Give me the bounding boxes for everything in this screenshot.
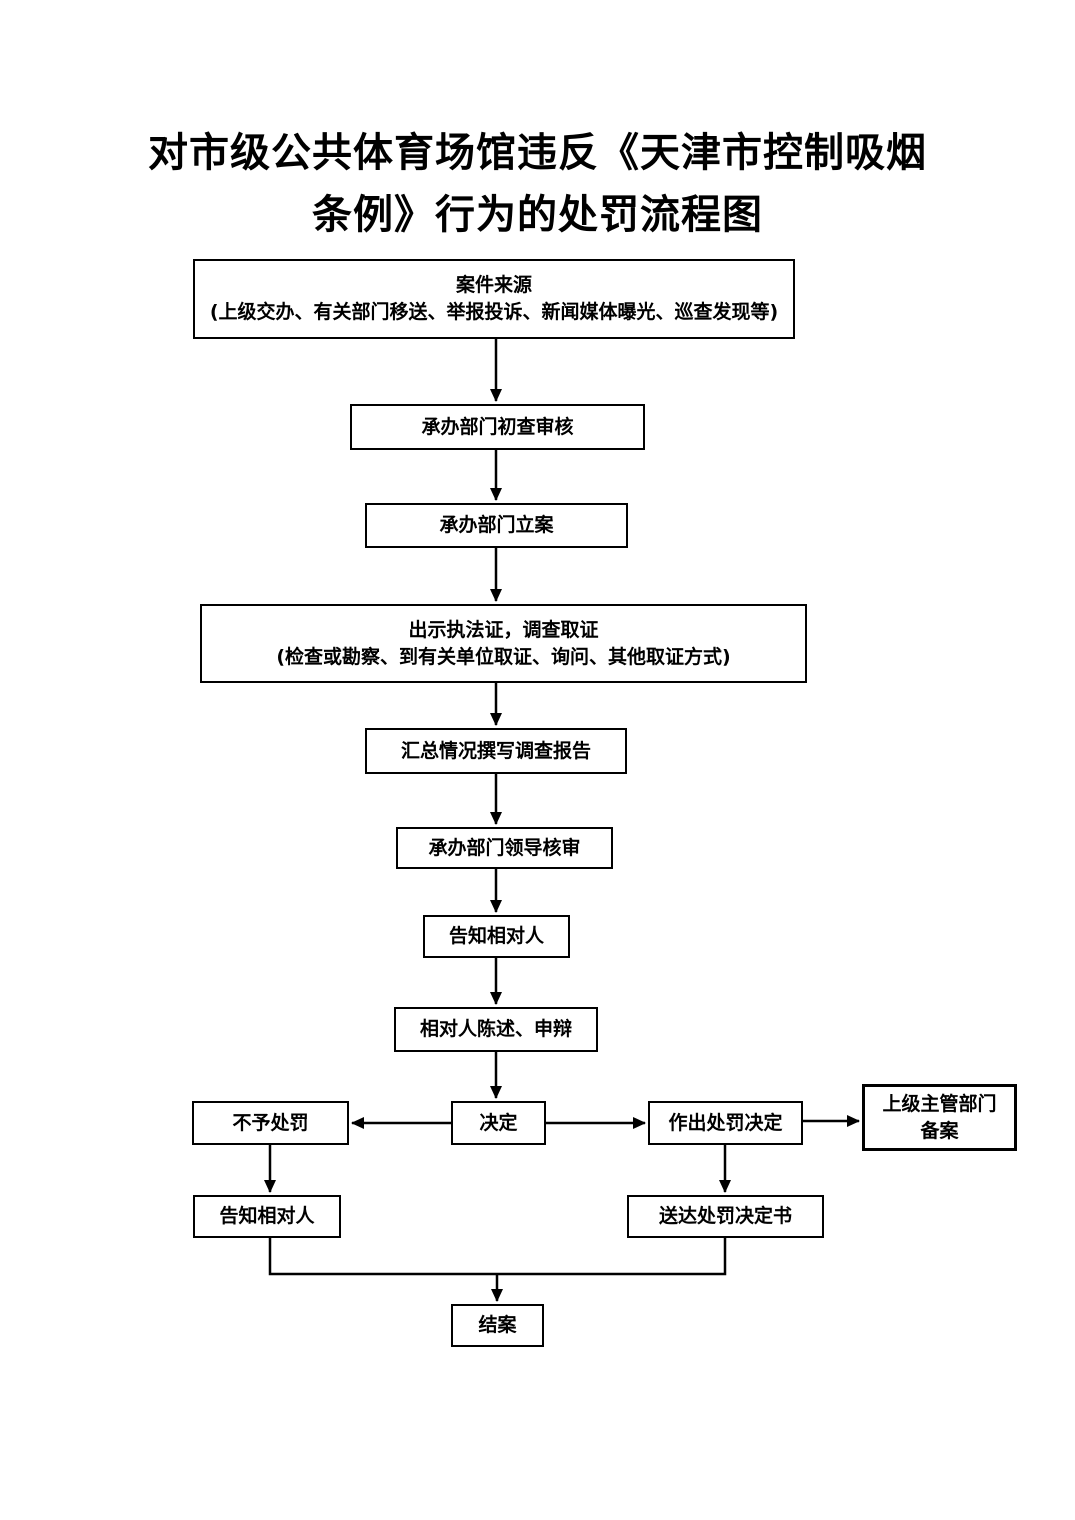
node-case-source-line2: (上级交办、有关部门移送、举报投诉、新闻媒体曝光、巡查发现等) bbox=[209, 301, 779, 323]
node-leader-review: 承办部门领导核审 bbox=[396, 827, 613, 869]
node-case-filing-label: 承办部门立案 bbox=[439, 514, 554, 536]
node-leader-review-label: 承办部门领导核审 bbox=[428, 836, 581, 859]
node-notify-party-after-no-penalty: 告知相对人 bbox=[193, 1195, 341, 1238]
node-no-penalty: 不予处罚 bbox=[192, 1101, 349, 1145]
node-decision-label: 决定 bbox=[479, 1111, 518, 1134]
node-superior-record-line2: 备案 bbox=[920, 1119, 959, 1142]
node-investigation-report: 汇总情况撰写调查报告 bbox=[365, 728, 627, 774]
page-title: 对市级公共体育场馆违反《天津市控制吸烟 条例》行为的处罚流程图 bbox=[0, 122, 1075, 246]
node-deliver-decision: 送达处罚决定书 bbox=[627, 1195, 824, 1238]
node-statement-defense: 相对人陈述、申辩 bbox=[394, 1007, 598, 1052]
node-superior-record: 上级主管部门 备案 bbox=[862, 1084, 1017, 1151]
node-no-penalty-label: 不予处罚 bbox=[232, 1111, 309, 1134]
node-statement-defense-label: 相对人陈述、申辩 bbox=[419, 1018, 572, 1040]
node-case-source: 案件来源 (上级交办、有关部门移送、举报投诉、新闻媒体曝光、巡查发现等) bbox=[193, 259, 795, 339]
node-notify-party-2-label: 告知相对人 bbox=[219, 1205, 315, 1227]
node-case-closed-label: 结案 bbox=[478, 1314, 517, 1336]
node-initial-review-label: 承办部门初查审核 bbox=[421, 415, 574, 438]
node-penalty-decision-label: 作出处罚决定 bbox=[668, 1111, 783, 1134]
node-case-source-line1: 案件来源 bbox=[455, 274, 532, 296]
node-case-closed: 结案 bbox=[451, 1304, 544, 1347]
node-penalty-decision: 作出处罚决定 bbox=[648, 1101, 803, 1145]
node-case-filing: 承办部门立案 bbox=[365, 503, 628, 548]
node-evidence-collection: 出示执法证，调查取证 (检查或勘察、到有关单位取证、询问、其他取证方式) bbox=[200, 604, 807, 683]
node-investigation-report-label: 汇总情况撰写调查报告 bbox=[400, 739, 591, 762]
node-evidence-line1: 出示执法证，调查取证 bbox=[408, 618, 599, 641]
node-notify-party-label: 告知相对人 bbox=[448, 925, 544, 947]
node-deliver-decision-label: 送达处罚决定书 bbox=[658, 1205, 792, 1227]
node-notify-party: 告知相对人 bbox=[423, 915, 570, 958]
node-evidence-line2: (检查或勘察、到有关单位取证、询问、其他取证方式) bbox=[276, 645, 731, 668]
page-title-line2: 条例》行为的处罚流程图 bbox=[312, 192, 763, 238]
page-title-line1: 对市级公共体育场馆违反《天津市控制吸烟 bbox=[148, 130, 927, 176]
node-initial-review: 承办部门初查审核 bbox=[350, 404, 645, 450]
node-decision: 决定 bbox=[451, 1101, 546, 1145]
connector-merge-to-case-closed bbox=[268, 1238, 727, 1276]
node-superior-record-line1: 上级主管部门 bbox=[882, 1092, 997, 1115]
